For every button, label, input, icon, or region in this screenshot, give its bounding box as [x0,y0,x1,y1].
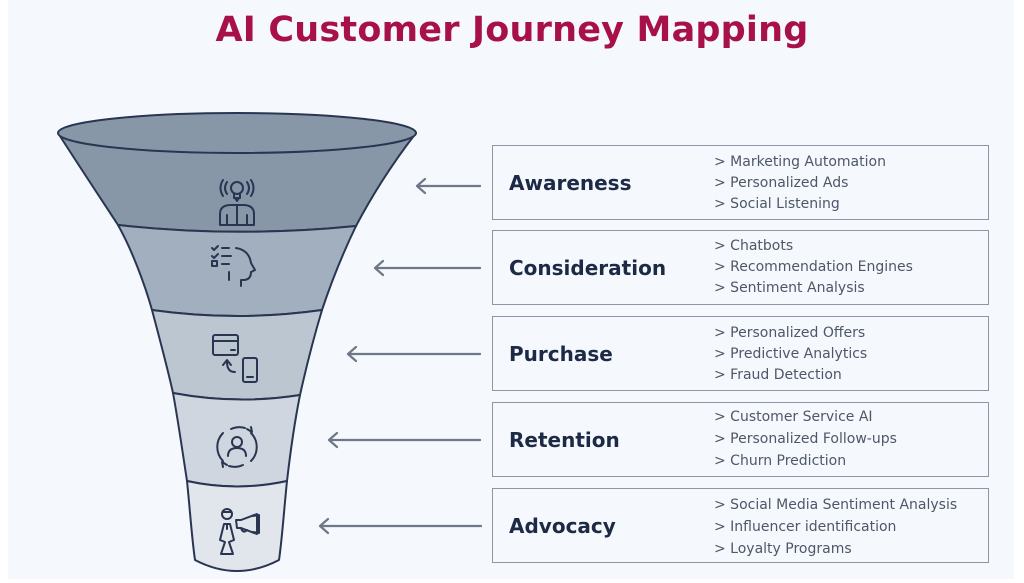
stage-box-consideration: Consideration > Chatbots > Recommendatio… [492,230,989,305]
checklist-head-icon [211,245,256,287]
stage-items: > Customer Service AI > Personalized Fol… [714,406,897,472]
stage-items: > Social Media Sentiment Analysis > Infl… [714,494,957,560]
stage-item: > Social Listening [714,196,840,212]
stage-box-purchase: Purchase > Personalized Offers > Predict… [492,316,989,391]
stage-box-retention: Retention > Customer Service AI > Person… [492,402,989,477]
stage-item: > Loyalty Programs [714,541,852,557]
card-to-phone-icon [212,334,258,383]
stage-box-advocacy: Advocacy > Social Media Sentiment Analys… [492,488,989,563]
stage-name: Retention [509,427,620,452]
stage-item: > Customer Service AI [714,409,873,425]
stage-item: > Social Media Sentiment Analysis [714,497,958,513]
funnel-rim [57,112,417,154]
stage-box-awareness: Awareness > Marketing Automation > Perso… [492,145,989,220]
stage-item: > Personalized Ads [714,175,849,191]
arrow-advocacy [318,517,482,535]
stage-item: > Churn Prediction [714,453,847,469]
stage-item: > Fraud Detection [714,367,842,383]
diagram-title: AI Customer Journey Mapping [215,10,809,50]
stage-item: > Chatbots [714,238,794,254]
stage-items: > Marketing Automation > Personalized Ad… [714,152,886,215]
lightbulb-person-icon [219,179,255,226]
stage-items: > Chatbots > Recommendation Engines > Se… [714,236,913,299]
stage-name: Consideration [509,255,667,280]
stage-item: > Predictive Analytics [714,346,868,362]
stage-item: > Personalized Offers [714,325,866,341]
arrow-purchase [346,345,481,363]
stage-name: Purchase [509,341,613,366]
arrow-awareness [415,177,481,195]
stage-name: Advocacy [509,513,616,538]
arrow-retention [327,431,481,449]
stage-item: > Recommendation Engines [714,259,913,275]
person-cycle-icon [216,426,258,468]
funnel-segment-consideration [117,224,357,317]
stage-name: Awareness [509,170,632,195]
stage-item: > Personalized Follow-ups [714,431,897,447]
stage-item: > Influencer identification [714,519,897,535]
stage-item: > Sentiment Analysis [714,280,865,296]
person-megaphone-icon [219,508,260,555]
arrow-consideration [373,259,481,277]
stage-item: > Marketing Automation [714,154,886,170]
funnel-segment-retention [172,392,301,488]
stage-items: > Personalized Offers > Predictive Analy… [714,323,867,386]
